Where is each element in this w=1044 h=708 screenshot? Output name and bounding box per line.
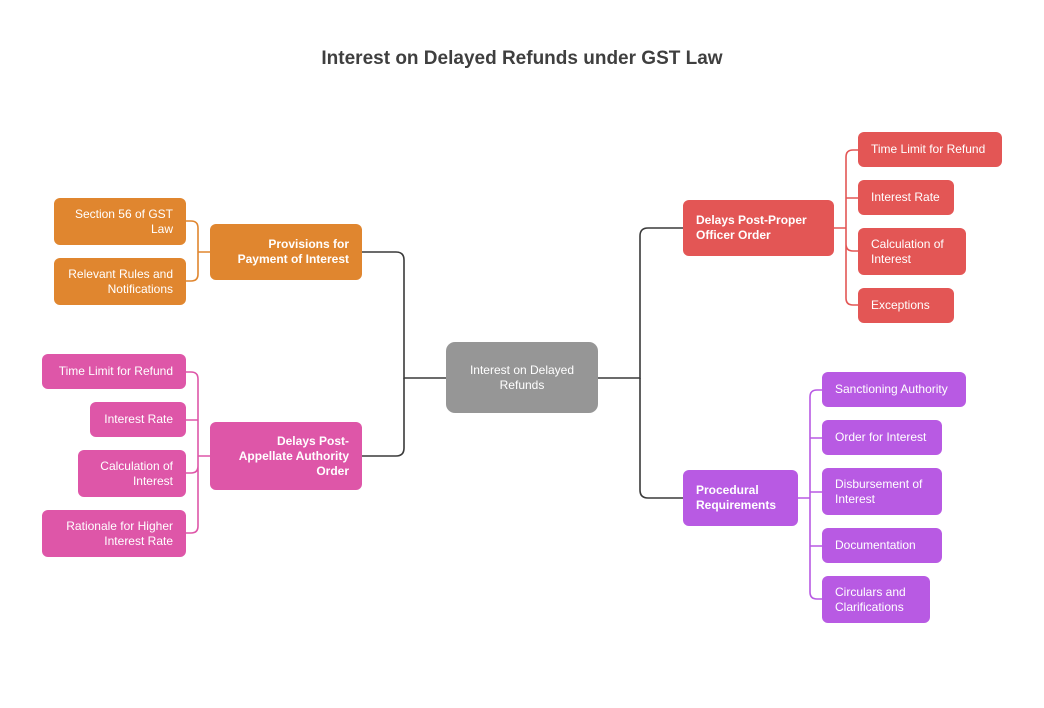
procedural-child-label: Circulars and Clarifications (835, 584, 906, 614)
branch-provisions-node: Provisions for Payment of Interest (210, 224, 362, 280)
connector-procedural-children (798, 389, 822, 600)
appellate-child-node: Interest Rate (90, 402, 186, 437)
procedural-child-label: Disbursement of Interest (835, 476, 923, 506)
central-topic-node: Interest on Delayed Refunds (446, 342, 598, 413)
appellate-child-label: Time Limit for Refund (58, 364, 173, 378)
connector-center-provisions (362, 251, 446, 379)
connector-center-proper-officer (598, 227, 683, 379)
proper-officer-child-node: Calculation of Interest (858, 228, 966, 275)
branch-proper-officer-node: Delays Post-Proper Officer Order (683, 200, 834, 256)
procedural-child-node: Circulars and Clarifications (822, 576, 930, 623)
branch-provisions-label: Provisions for Payment of Interest (237, 237, 349, 266)
proper-officer-child-label: Interest Rate (871, 190, 940, 204)
branch-procedural-node: Procedural Requirements (683, 470, 798, 526)
appellate-child-label: Interest Rate (104, 412, 173, 426)
connector-proper-officer-children (834, 149, 858, 306)
appellate-child-node: Calculation of Interest (78, 450, 186, 497)
proper-officer-child-label: Calculation of Interest (871, 236, 944, 266)
provisions-child-label: Section 56 of GST Law (74, 206, 173, 236)
branch-procedural-label: Procedural Requirements (696, 483, 777, 512)
proper-officer-child-node: Exceptions (858, 288, 954, 323)
diagram-title: Interest on Delayed Refunds under GST La… (321, 48, 723, 69)
appellate-child-node: Rationale for Higher Interest Rate (42, 510, 186, 557)
proper-officer-child-node: Time Limit for Refund (858, 132, 1002, 167)
central-topic-label: Interest on Delayed Refunds (469, 362, 575, 392)
provisions-child-node: Relevant Rules and Notifications (54, 258, 186, 305)
procedural-child-node: Disbursement of Interest (822, 468, 942, 515)
proper-officer-child-label: Exceptions (871, 298, 930, 312)
connector-center-procedural (639, 378, 683, 499)
appellate-child-label: Calculation of Interest (100, 458, 173, 488)
procedural-child-label: Documentation (835, 538, 916, 552)
procedural-child-label: Sanctioning Authority (835, 382, 948, 396)
procedural-child-node: Sanctioning Authority (822, 372, 966, 407)
proper-officer-child-label: Time Limit for Refund (871, 142, 986, 156)
connector-appellate-children (186, 371, 210, 534)
procedural-child-node: Documentation (822, 528, 942, 563)
connector-center-appellate (362, 378, 405, 457)
appellate-child-label: Rationale for Higher Interest Rate (66, 518, 173, 548)
procedural-child-label: Order for Interest (835, 430, 927, 444)
procedural-child-node: Order for Interest (822, 420, 942, 455)
connector-provisions-children (186, 220, 210, 282)
proper-officer-child-node: Interest Rate (858, 180, 954, 215)
branch-proper-officer-label: Delays Post-Proper Officer Order (696, 213, 807, 242)
provisions-child-node: Section 56 of GST Law (54, 198, 186, 245)
branch-appellate-label: Delays Post-Appellate Authority Order (238, 433, 349, 478)
provisions-child-label: Relevant Rules and Notifications (68, 266, 173, 296)
appellate-child-node: Time Limit for Refund (42, 354, 186, 389)
branch-appellate-node: Delays Post-Appellate Authority Order (210, 422, 362, 490)
